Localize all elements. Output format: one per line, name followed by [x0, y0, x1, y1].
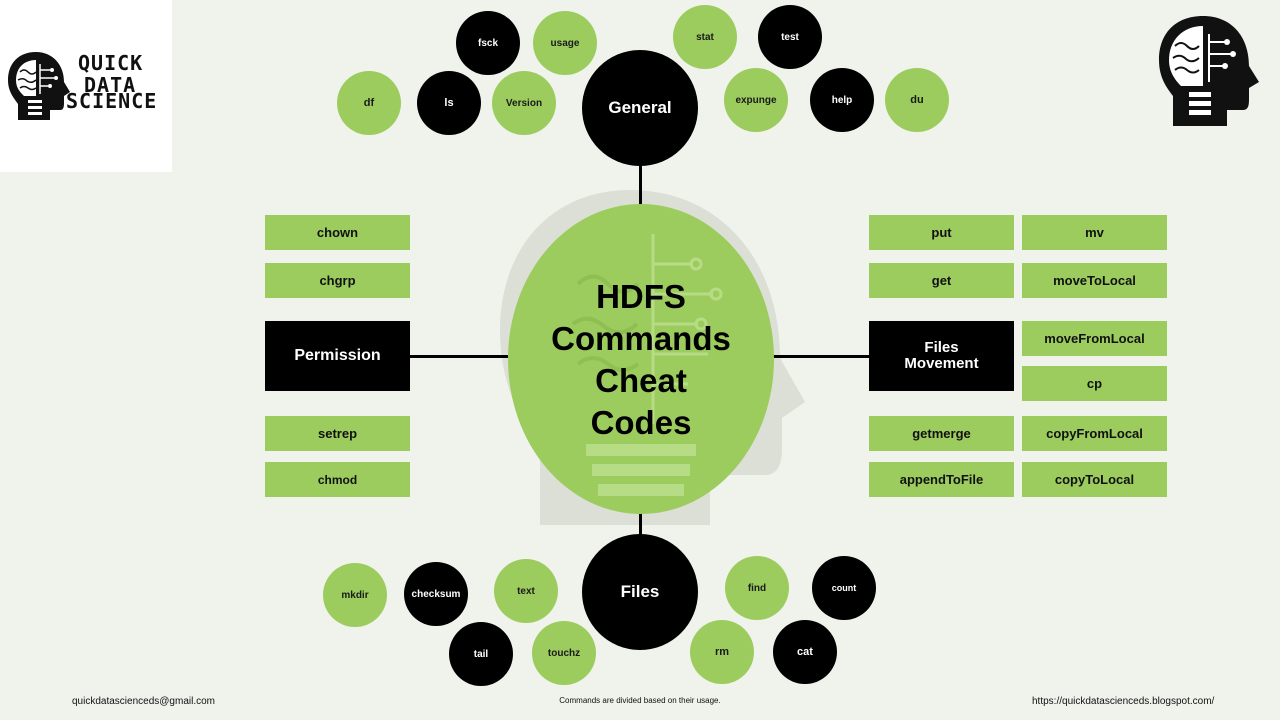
- command-put: put: [869, 215, 1014, 250]
- command-checksum: checksum: [404, 562, 468, 626]
- brand-line-3: SCIENCE: [66, 89, 158, 113]
- bulb-bar-3: [598, 484, 684, 496]
- command-expunge: expunge: [724, 68, 788, 132]
- files-hub: Files: [582, 534, 698, 650]
- command-rm: rm: [690, 620, 754, 684]
- command-copyfromlocal: copyFromLocal: [1022, 416, 1167, 451]
- brain-circuit-icon: [571, 234, 723, 424]
- command-movefromlocal: moveFromLocal: [1022, 321, 1167, 356]
- command-chown: chown: [265, 215, 410, 250]
- command-movetolocal: moveToLocal: [1022, 263, 1167, 298]
- bulb-bar-2: [592, 464, 690, 476]
- central-title-line-3: Cheat: [595, 362, 687, 399]
- brand-line-1: QUICK: [78, 51, 144, 75]
- central-title: HDFS Commands Cheat Codes: [508, 276, 774, 444]
- brand-line-2: DATA: [84, 73, 137, 97]
- command-setrep: setrep: [265, 416, 410, 451]
- command-text: text: [494, 559, 558, 623]
- command-ls: ls: [417, 71, 481, 135]
- command-version: Version: [492, 71, 556, 135]
- command-get: get: [869, 263, 1014, 298]
- command-stat: stat: [673, 5, 737, 69]
- command-tail: tail: [449, 622, 513, 686]
- permission-hub: Permission: [265, 321, 410, 391]
- command-df: df: [337, 71, 401, 135]
- general-hub: General: [582, 50, 698, 166]
- central-title-line-2: Commands: [551, 320, 731, 357]
- central-title-line-1: HDFS: [596, 278, 686, 315]
- command-chmod: chmod: [265, 462, 410, 497]
- bulb-bar-1: [586, 444, 696, 456]
- command-copytolocal: copyToLocal: [1022, 462, 1167, 497]
- footer-url[interactable]: https://quickdatascienceds.blogspot.com/: [1032, 696, 1215, 707]
- command-help: help: [810, 68, 874, 132]
- command-usage: usage: [533, 11, 597, 75]
- command-test: test: [758, 5, 822, 69]
- brain-head-logo-icon: [1159, 16, 1259, 126]
- command-fsck: fsck: [456, 11, 520, 75]
- command-find: find: [725, 556, 789, 620]
- files-movement-hub: Files Movement: [869, 321, 1014, 391]
- command-chgrp: chgrp: [265, 263, 410, 298]
- command-appendtofile: appendToFile: [869, 462, 1014, 497]
- command-getmerge: getmerge: [869, 416, 1014, 451]
- connector-permission: [408, 355, 508, 358]
- central-node: [508, 204, 774, 514]
- command-cp: cp: [1022, 366, 1167, 401]
- connector-general: [639, 160, 642, 216]
- command-mv: mv: [1022, 215, 1167, 250]
- connector-files: [639, 508, 642, 538]
- logo-panel: QUICK DATA SCIENCE: [0, 0, 172, 172]
- brain-head-logo-icon: [8, 52, 70, 120]
- command-du: du: [885, 68, 949, 132]
- command-cat: cat: [773, 620, 837, 684]
- command-count: count: [812, 556, 876, 620]
- footer-note: Commands are divided based on their usag…: [559, 696, 721, 705]
- footer-email: quickdatascienceds@gmail.com: [72, 696, 215, 707]
- connector-files-movement: [772, 355, 870, 358]
- central-title-line-4: Codes: [590, 404, 692, 441]
- command-touchz: touchz: [532, 621, 596, 685]
- command-mkdir: mkdir: [323, 563, 387, 627]
